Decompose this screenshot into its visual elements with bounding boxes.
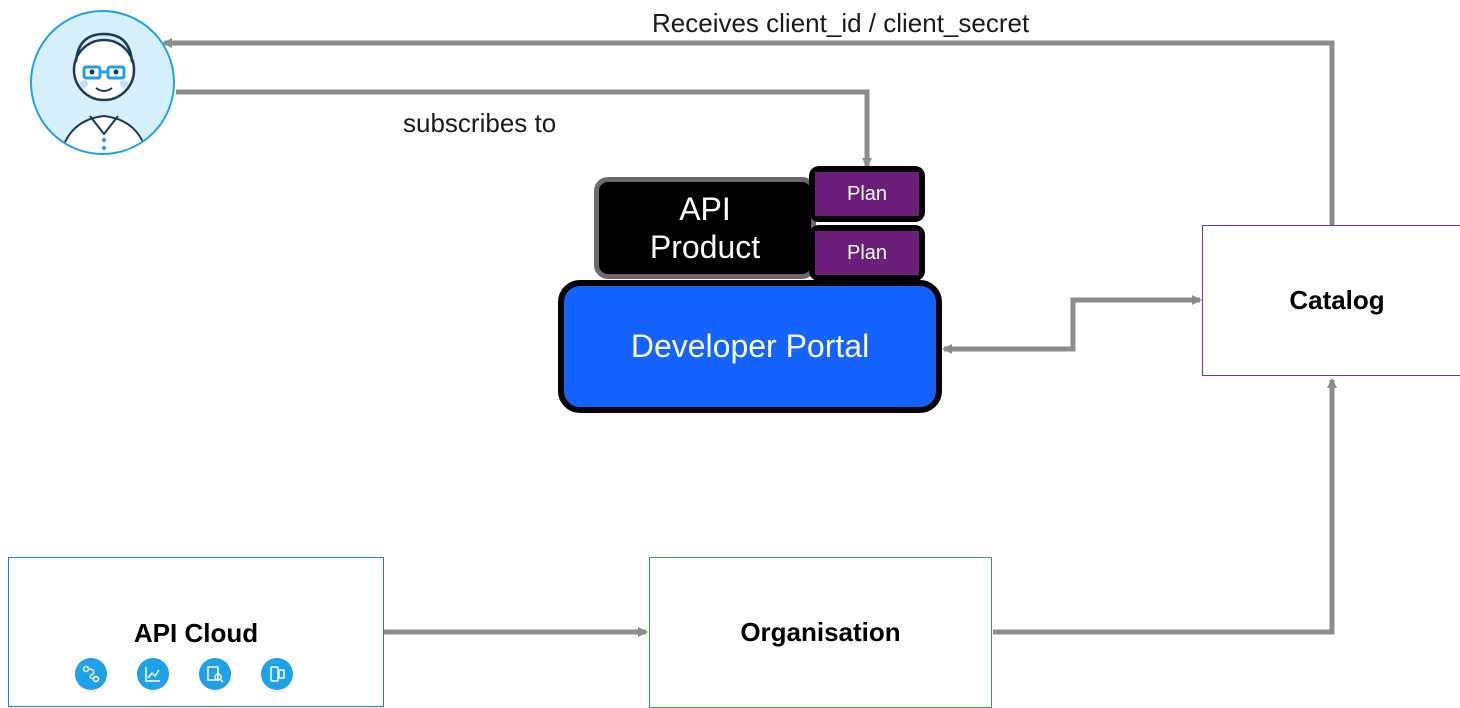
- mobile-app-icon: [261, 658, 293, 690]
- api-product-label: API Product: [649, 191, 761, 265]
- api-product-box: API Product: [594, 177, 816, 279]
- organisation-box: Organisation: [649, 557, 992, 708]
- developer-portal-box: Developer Portal: [558, 280, 942, 413]
- workflow-icon: [75, 658, 107, 690]
- plan-box-bottom: Plan: [809, 225, 925, 281]
- catalog-label: Catalog: [1289, 285, 1385, 315]
- developer-avatar-icon: [30, 10, 175, 155]
- catalog-box: Catalog: [1202, 225, 1460, 376]
- arrow-user-to-plan: [176, 89, 872, 168]
- plan-label-bottom: Plan: [815, 231, 919, 275]
- subscribes-to-label: subscribes to: [403, 108, 557, 138]
- arrow-org-to-catalog: [993, 378, 1337, 635]
- arrow-catalog-to-portal: [942, 300, 1076, 354]
- arrow-catalog-to-user: [162, 38, 1335, 225]
- plan-label-top: Plan: [815, 172, 919, 216]
- receives-credentials-label: Receives client_id / client_secret: [652, 8, 1030, 38]
- analytics-icon: [137, 658, 169, 690]
- arrow-portal-to-catalog: [1070, 295, 1202, 349]
- plan-box-top: Plan: [809, 166, 925, 222]
- api-cloud-label: API Cloud: [133, 618, 259, 648]
- api-cloud-icon-row: [75, 658, 293, 690]
- docs-search-icon: [199, 658, 231, 690]
- organisation-label: Organisation: [740, 617, 901, 647]
- developer-portal-label: Developer Portal: [630, 328, 870, 364]
- api-cloud-box: API Cloud: [8, 557, 384, 707]
